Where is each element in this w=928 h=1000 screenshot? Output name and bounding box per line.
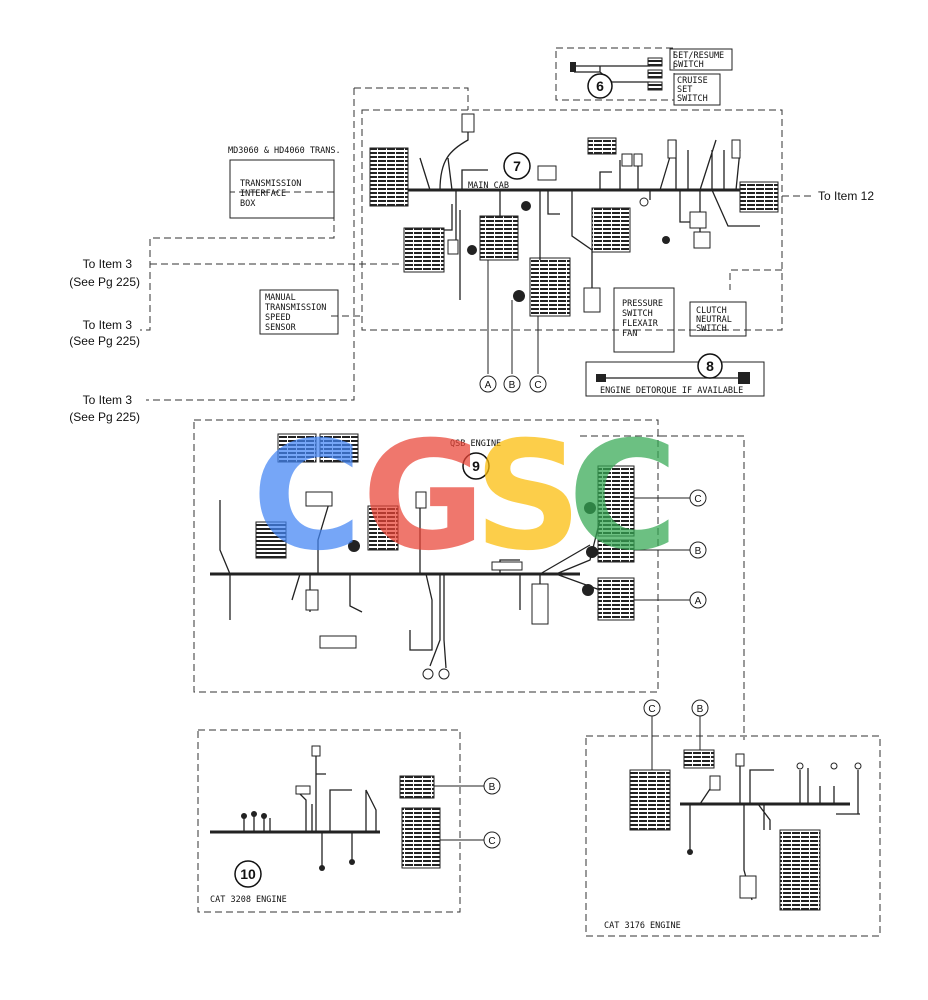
item-10-callout <box>234 860 262 888</box>
cat3208-group: B C 10 CAT 3208 ENGINE <box>197 729 501 913</box>
cat3176-label: CAT 3176 ENGINE <box>604 921 681 931</box>
watermark-letter-4: C <box>568 410 678 584</box>
set-resume-line1: SET/RESUME <box>673 51 724 61</box>
item-6-number: 6 <box>596 78 604 94</box>
see-pg-label-3: (See Pg 225) <box>69 410 140 424</box>
see-pg-label-1: (See Pg 225) <box>69 275 140 289</box>
item-8-number: 8 <box>706 358 714 374</box>
mtss-line3: SPEED <box>265 313 291 323</box>
item-10-number: 10 <box>240 866 256 882</box>
conn-a-qsb: A <box>695 596 702 607</box>
watermark-letter-1: C <box>252 410 362 584</box>
qsb-engine-group: QSB ENGINE 9 C B A <box>193 419 745 740</box>
pressure-line1: PRESSURE <box>622 299 663 309</box>
conn-a-top: A <box>485 380 492 391</box>
clutch-line2: NEUTRAL <box>696 315 732 325</box>
item-9-number: 9 <box>472 458 480 474</box>
set-resume-line2: SWITCH <box>673 60 704 70</box>
main-cab-group: MD3060 & HD4060 TRANS. TRANSMISSION INTE… <box>140 87 812 401</box>
conn-b-top: B <box>509 380 516 391</box>
item-8-group: PRESSURE SWITCH FLEXAIR FAN CLUTCH NEUTR… <box>585 287 765 397</box>
main-cab-label: MAIN CAB <box>468 181 509 191</box>
see-pg-label-2: (See Pg 225) <box>69 334 140 348</box>
tib-line3: BOX <box>240 199 256 209</box>
conn-b-3208: B <box>489 782 496 793</box>
cruise-line2: SET <box>677 85 692 95</box>
conn-b-qsb: B <box>695 546 702 557</box>
cruise-line3: SWITCH <box>677 94 708 104</box>
item-7-callout <box>503 152 531 180</box>
watermark-letter-2: G <box>362 410 485 584</box>
conn-c-qsb: C <box>694 494 701 505</box>
clutch-line1: CLUTCH <box>696 306 727 316</box>
pressure-line4: FAN <box>622 329 637 339</box>
mtss-line4: SENSOR <box>265 323 297 333</box>
item-7-number: 7 <box>513 158 521 174</box>
engine-detorque-label: ENGINE DETORQUE IF AVAILABLE <box>600 386 743 396</box>
pressure-line3: FLEXAIR <box>622 319 659 329</box>
watermark-letter-3: S <box>474 410 582 584</box>
item-6-callout <box>587 73 613 99</box>
cruise-line1: CRUISE <box>677 76 708 86</box>
item-8-callout <box>697 353 723 379</box>
tib-line2: INTERFACE <box>240 189 286 199</box>
qsb-engine-label: QSB ENGINE <box>450 439 501 449</box>
to-item3-label-2: To Item 3 <box>83 318 133 332</box>
clutch-line3: SWITCH <box>696 324 727 334</box>
cat3176-group: C B CAT 3176 ENGINE <box>585 699 881 937</box>
to-item12-label: To Item 12 <box>818 189 874 203</box>
cat3208-label: CAT 3208 ENGINE <box>210 895 287 905</box>
item-9-callout <box>462 452 490 480</box>
mtss-line2: TRANSMISSION <box>265 303 326 313</box>
tib-line1: TRANSMISSION <box>240 179 301 189</box>
pressure-line2: SWITCH <box>622 309 653 319</box>
trans-header: MD3060 & HD4060 TRANS. <box>228 146 341 156</box>
watermark: C G S C <box>252 410 678 584</box>
conn-c-3208: C <box>488 836 495 847</box>
mtss-line1: MANUAL <box>265 293 296 303</box>
conn-b-3176: B <box>697 704 704 715</box>
to-item3-label-3: To Item 3 <box>83 393 133 407</box>
conn-c-3176: C <box>648 704 655 715</box>
item-6-group: SET/RESUME SWITCH CRUISE SET SWITCH 6 <box>555 47 733 106</box>
conn-c-top: C <box>534 380 541 391</box>
to-item3-label-1: To Item 3 <box>83 257 133 271</box>
